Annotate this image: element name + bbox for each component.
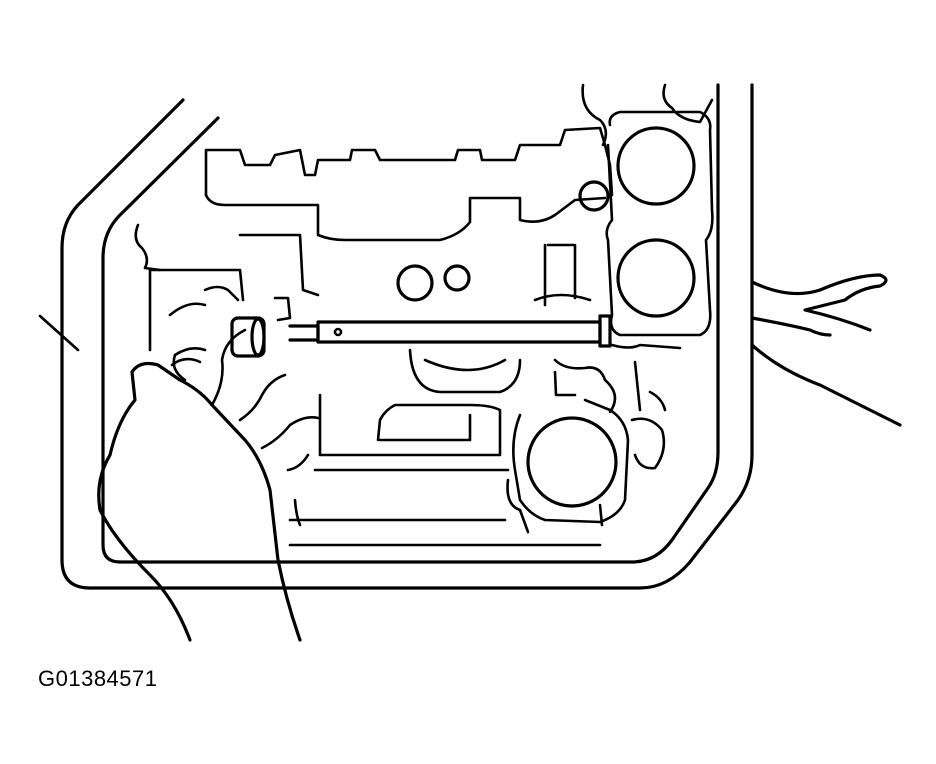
figure-id-label: G01384571	[38, 666, 158, 691]
case-outline	[38, 83, 754, 590]
accumulator-bores	[512, 110, 714, 524]
valve-body-lower	[288, 343, 682, 547]
tool-handle-right	[750, 273, 902, 427]
manual-valve-rod	[273, 296, 612, 348]
valve-plugs	[396, 243, 592, 307]
valve-body-upper	[134, 83, 714, 352]
hand	[97, 285, 320, 642]
sleeve-tool	[230, 316, 266, 358]
